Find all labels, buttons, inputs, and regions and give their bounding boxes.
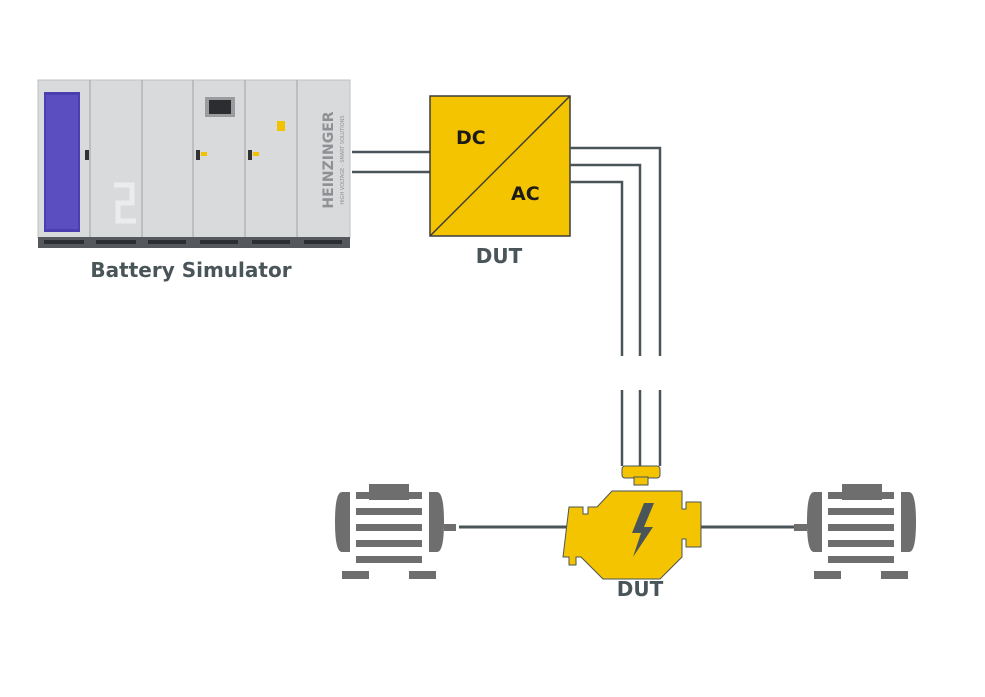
ac-label: AC: [511, 183, 540, 205]
engine-dut-icon: [562, 465, 702, 580]
motor-dut-label: DUT: [616, 577, 664, 601]
battery-simulator-image: HEINZINGER HIGH VOLTAGE - SMART SOLUTION…: [37, 79, 351, 248]
svg-text:HIGH VOLTAGE - SMART SOLUTIONS: HIGH VOLTAGE - SMART SOLUTIONS: [340, 115, 346, 204]
dc-cable: [352, 150, 430, 174]
converter-dut-label: DUT: [475, 244, 523, 268]
load-motor-right-icon: [794, 484, 916, 579]
ac-cable: [570, 146, 662, 466]
load-motor-left-icon: [335, 484, 456, 579]
dc-label: DC: [456, 127, 486, 149]
battery-simulator-label: Battery Simulator: [90, 258, 292, 282]
svg-text:HEINZINGER: HEINZINGER: [321, 111, 337, 208]
dc-ac-converter: [429, 95, 571, 237]
